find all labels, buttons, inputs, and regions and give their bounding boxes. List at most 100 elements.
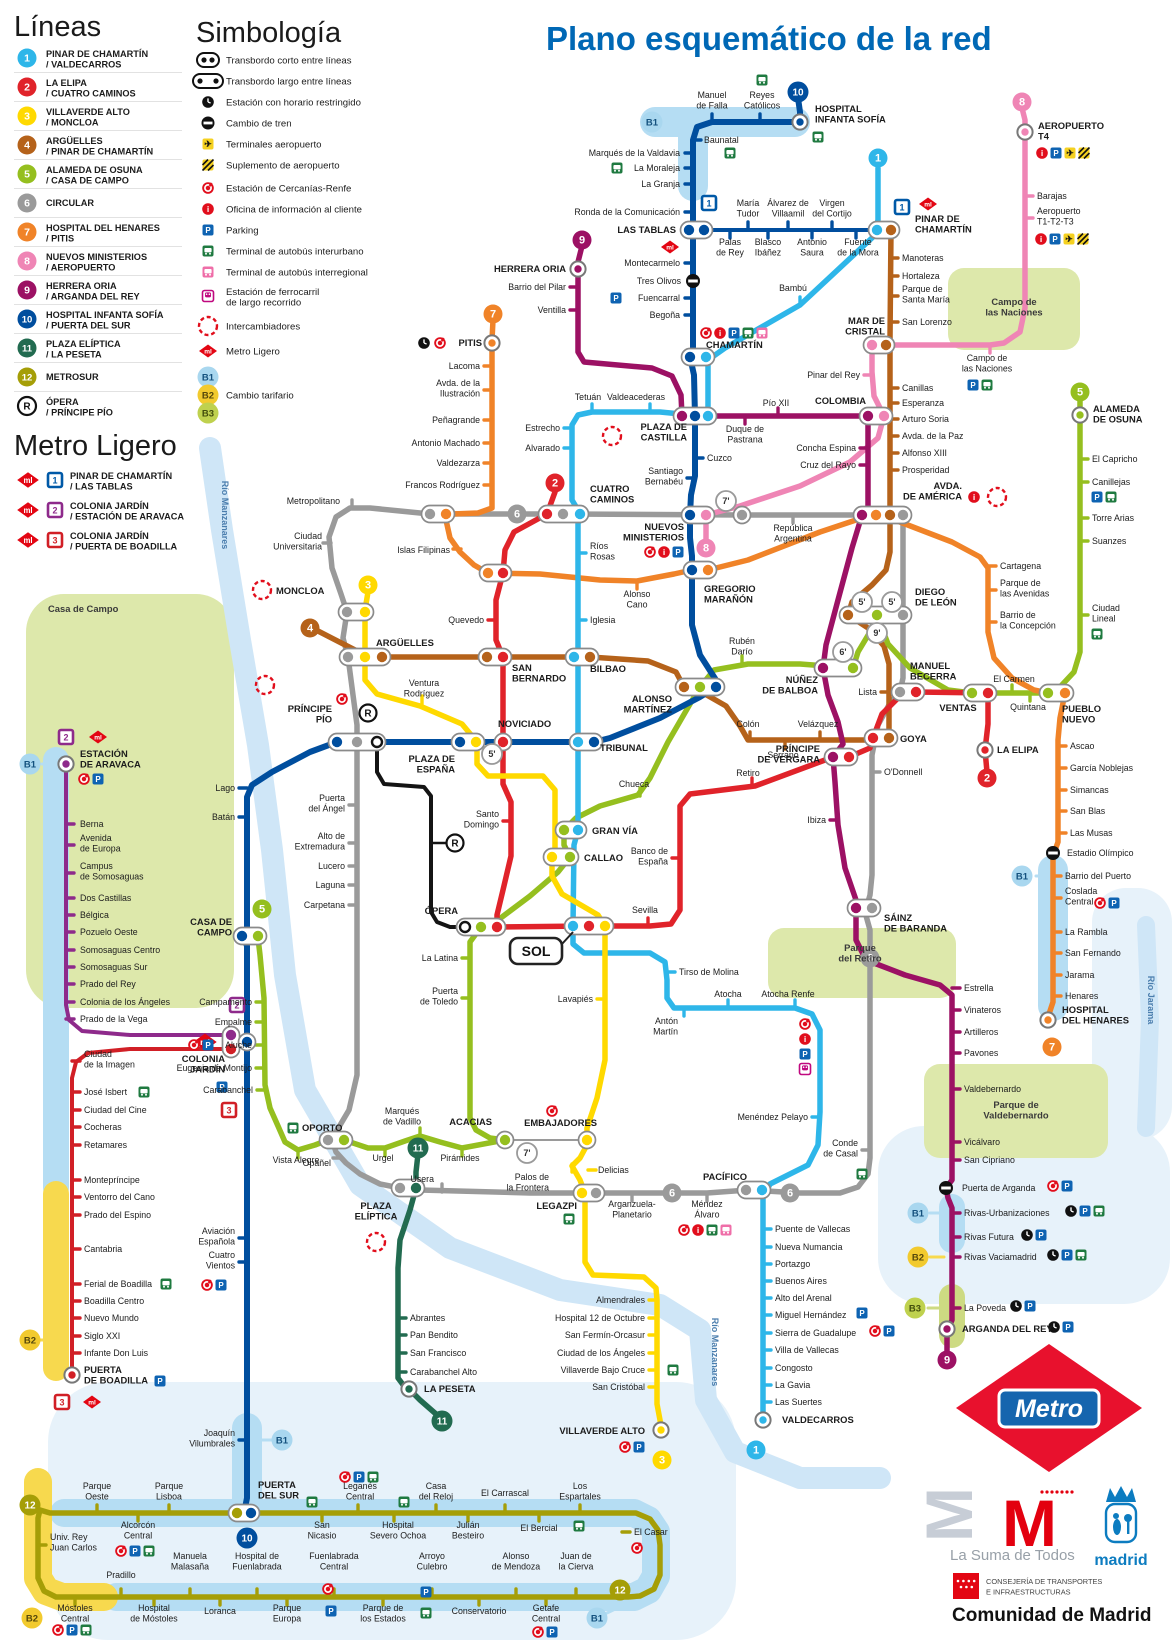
station-label: Carabanchel Alto — [410, 1367, 477, 1377]
station-label: Manoteras — [902, 253, 944, 263]
map-shape: i — [1040, 234, 1042, 244]
station-dot — [850, 902, 862, 914]
map-label-line: / ESTACIÓN DE ARAVACA — [70, 511, 184, 522]
station-dot — [684, 351, 696, 363]
map-label-line: Fuenlabrada — [309, 1551, 359, 1561]
station-label: GOYA — [900, 733, 927, 744]
map-label-line: Prosperidad — [902, 465, 950, 475]
map-shape — [714, 327, 726, 339]
map-label-line: El Bercial — [520, 1523, 557, 1533]
map-shape — [209, 273, 211, 276]
station-label: San Lorenzo — [902, 317, 952, 327]
terminal-dot — [796, 118, 804, 126]
station-dot — [557, 508, 569, 520]
station-label: Baunatal — [704, 135, 739, 145]
station-label: Estadio Olímpico — [1067, 848, 1134, 858]
map-shape — [338, 695, 346, 703]
map-shape — [621, 1443, 629, 1451]
cam-flag-star — [956, 1579, 960, 1583]
map-shape — [154, 1375, 166, 1387]
map-label-line: / ARGANDA DEL REY — [46, 292, 140, 302]
map-shape — [814, 134, 822, 139]
map-label-line: Antonio Machado — [412, 438, 481, 448]
map-shape — [871, 1327, 879, 1335]
map-shape: P — [1094, 493, 1100, 502]
info-icon: i — [968, 491, 980, 503]
map-shape — [66, 1624, 78, 1636]
map-label-line: Puerta — [432, 986, 458, 996]
map-label-line: Almendrales — [596, 1295, 645, 1305]
station-label: Somosaguas Centro — [80, 945, 160, 955]
map-shape — [875, 1325, 880, 1330]
station-dot — [756, 1184, 768, 1196]
map-label-line: PRÍNCIPE — [776, 743, 820, 754]
walk-transfer-bubble — [881, 591, 903, 613]
linea-1 — [569, 165, 881, 1417]
bus-g-icon — [202, 245, 214, 257]
station-dot — [564, 851, 576, 863]
legend-line-number: 2 — [24, 82, 30, 94]
station-label: BILBAO — [590, 663, 626, 674]
map-label-line: Conde — [832, 1138, 858, 1148]
station-label: Retamares — [84, 1140, 128, 1150]
map-shape — [1112, 498, 1114, 501]
station-label: San Fermín-Orcasur — [565, 1330, 645, 1340]
line-number: 4 — [307, 623, 314, 635]
legend-line-badge — [17, 135, 37, 155]
map-label-line: Cruz del Rayo — [800, 460, 856, 470]
map-label-line: Santa María — [902, 295, 950, 305]
map-label-line: Simbología — [196, 17, 342, 49]
page-title: Plano esquemático de la red — [546, 20, 992, 57]
map-label-line: Artilleros — [964, 1027, 999, 1037]
station-label: Alvarado — [525, 443, 560, 453]
map-label-line: LEGAZPI — [536, 1200, 577, 1211]
map-label-line: Lucero — [318, 861, 345, 871]
map-shape — [1063, 233, 1075, 245]
line-number-badge — [780, 1183, 800, 1203]
map-label-line: Parque de — [902, 284, 943, 294]
station-dot — [341, 606, 353, 618]
info-icon: i — [202, 203, 214, 215]
supl-icon — [1076, 232, 1090, 246]
map-label-line: Rivas-Urbanizaciones — [964, 1208, 1050, 1218]
map-label-line: Central — [61, 1614, 89, 1624]
map-shape — [801, 1020, 809, 1028]
map-label-line: Planetario — [612, 1210, 652, 1220]
map-label-line: ALONSO — [632, 693, 672, 704]
map-shape: B1 — [202, 372, 215, 383]
map-shape — [197, 384, 219, 406]
station-dot — [331, 736, 343, 748]
map-label-line: Vientos — [206, 1261, 236, 1271]
legend-symbol-label: Terminal de autobús interurbano — [226, 247, 364, 258]
line-number: 10 — [792, 88, 804, 99]
map-label-line: VILLAVERDE ALTO — [559, 1425, 645, 1436]
map-shape — [1093, 631, 1101, 636]
map-label-line: Parque — [155, 1481, 183, 1491]
station-label: Cruz del Rayo — [800, 460, 856, 470]
map-label-line: O'Donnell — [884, 767, 922, 777]
map-label-line: Atocha Renfe — [761, 989, 814, 999]
map-label-line: CRISTAL — [845, 326, 885, 337]
map-label-line: Concha Espina — [796, 443, 856, 453]
map-label-line: Extremadura — [295, 842, 345, 852]
map-label-line: Tudor — [737, 209, 760, 219]
inter-icon — [197, 315, 219, 337]
ml-icon: ml — [17, 502, 39, 518]
line-number: 7 — [1049, 1042, 1055, 1054]
bus-g-icon — [563, 1213, 575, 1225]
map-label-line: Río Jarama — [1146, 976, 1156, 1026]
station-label: Metropolitano — [287, 496, 340, 506]
terminal-dot — [943, 1325, 951, 1333]
station-dot — [698, 224, 710, 236]
station-dot — [856, 509, 868, 521]
map-shape: ml — [666, 244, 674, 251]
map-label-line: Metropolitano — [287, 496, 340, 506]
